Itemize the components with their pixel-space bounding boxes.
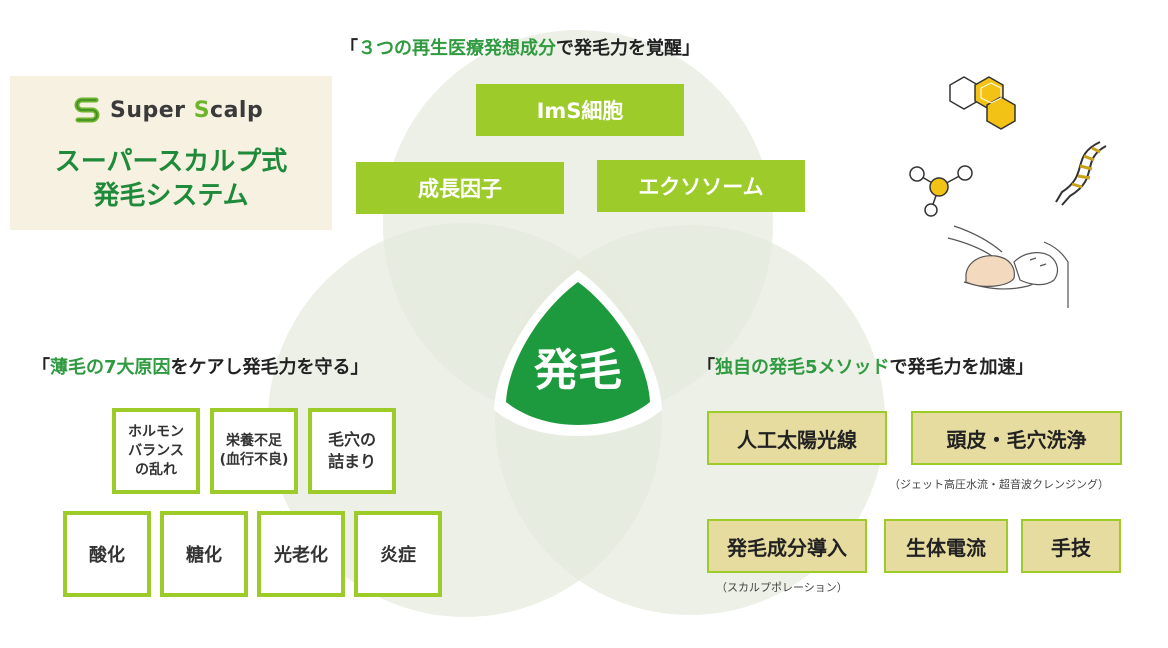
right-heading: 「独自の発毛5メソッドで発毛力を加速」: [697, 357, 1034, 378]
ims-cell-box: ImS細胞: [476, 84, 684, 136]
exosome-box: エクソソーム: [597, 160, 805, 212]
brand-title: スーパースカルプ式 発毛システム: [10, 145, 332, 213]
brand-title-line2: 発毛システム: [93, 181, 249, 211]
cause-oxidation: 酸化: [63, 511, 151, 597]
cause-photoaging: 光老化: [257, 511, 345, 597]
super-scalp-logo-icon: [74, 97, 100, 123]
brand-panel: [10, 76, 332, 230]
method-artificial-sunlight: 人工太陽光線: [707, 411, 887, 465]
note-cleansing: （ジェット高圧水流・超音波クレンジング）: [889, 478, 1109, 491]
method-bioelectric-current: 生体電流: [884, 519, 1008, 573]
dna-icon: [1055, 141, 1107, 206]
cause-glycation: 糖化: [160, 511, 248, 597]
center-leaf-inner: [506, 282, 650, 425]
top-heading: 「３つの再生医療発想成分で発毛力を覚醒」: [340, 38, 700, 59]
method-scalp-cleansing: 頭皮・毛穴洗浄: [911, 411, 1122, 465]
cause-nutrition-deficiency: 栄養不足 (血行不良): [210, 408, 298, 494]
growth-factor-box: 成長因子: [356, 162, 564, 214]
cause-hormone-balance: ホルモン バランス の乱れ: [112, 408, 200, 494]
cause-inflammation: 炎症: [354, 511, 442, 597]
brand-title-line1: スーパースカルプ式: [54, 147, 288, 177]
brand-name: Super Scalp: [110, 97, 264, 123]
hexagon-molecule-icon: [949, 76, 1016, 130]
left-heading: 「薄毛の7大原因をケアし発毛力を守る」: [32, 357, 369, 378]
brand-logo: Super Scalp: [70, 94, 263, 126]
method-hand-technique: 手技: [1021, 519, 1121, 573]
center-label: 発毛: [534, 345, 622, 396]
note-electroporation: （スカルプポレーション）: [716, 581, 848, 594]
cause-clogged-pores: 毛穴の 詰まり: [308, 408, 396, 494]
method-ingredient-introduction: 発毛成分導入: [707, 519, 867, 573]
molecule-icon: [909, 165, 973, 217]
scalp-massage-illustration: [947, 225, 1069, 308]
